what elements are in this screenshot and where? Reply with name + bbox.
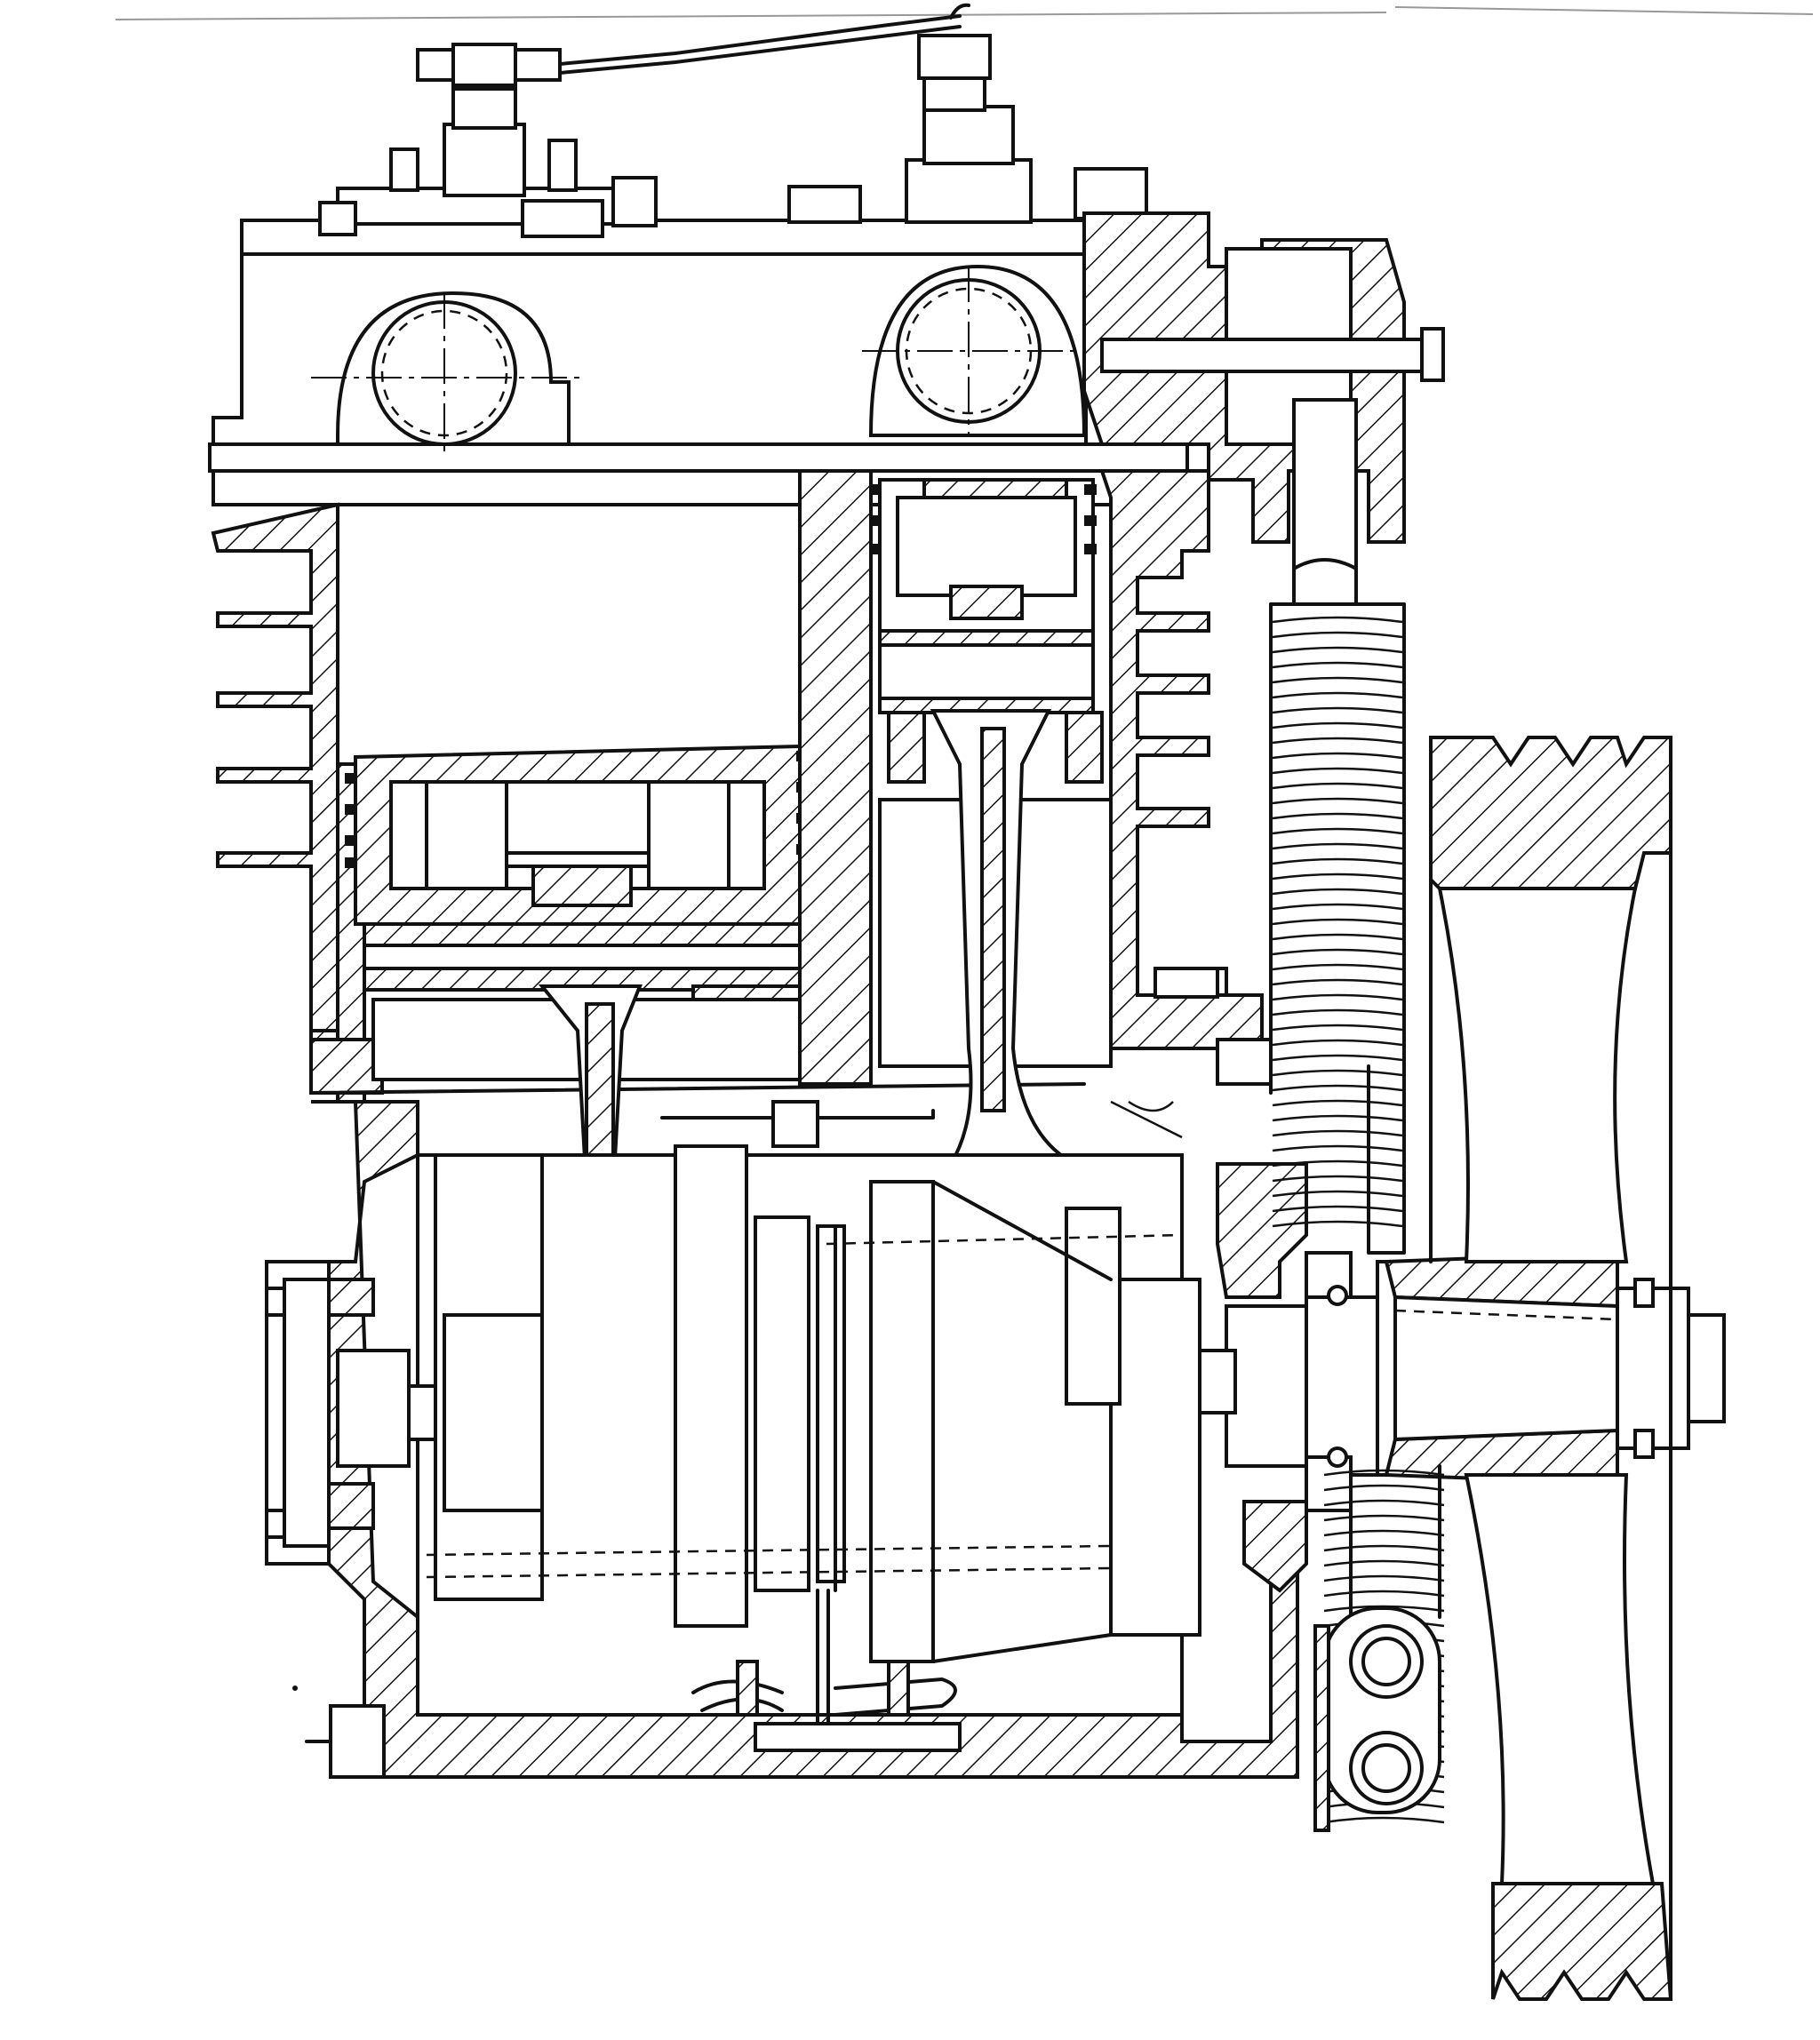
cylinder-head (208, 3, 1193, 506)
spring-coil (1323, 1816, 1445, 1824)
spring-coil (1272, 1008, 1403, 1016)
pulley (1429, 736, 1673, 2001)
spring-coil (1272, 827, 1403, 835)
spring-coil (1272, 857, 1403, 865)
spring-coil (1272, 706, 1403, 714)
spring-coil-rings (1272, 616, 1403, 1228)
spring-coil (1272, 978, 1403, 986)
spring-coil (1272, 797, 1403, 805)
spring-coil (1323, 1544, 1445, 1552)
unloader-spring-assembly (1082, 211, 1445, 1832)
spring-coil (1272, 1039, 1403, 1047)
spring-coil (1272, 1129, 1403, 1137)
spring-coil (1323, 1499, 1445, 1507)
spring-coil (1272, 1175, 1403, 1183)
spring-coil (1272, 933, 1403, 941)
spring-coil (1272, 873, 1403, 881)
spring-coil (1272, 888, 1403, 896)
spring-coil (1323, 1559, 1445, 1567)
crankshaft-end-and-nut (1376, 1250, 1726, 1486)
spring-coil (1272, 691, 1403, 699)
spring-coil (1272, 782, 1403, 790)
spring-coil (1272, 963, 1403, 971)
spring-coil (1272, 1205, 1403, 1213)
spring-coil (1272, 1084, 1403, 1092)
spring-coil (1323, 1529, 1445, 1537)
right-main-bearing (1198, 1162, 1379, 1593)
spring-coil (1272, 948, 1403, 956)
scan-edge-marks (115, 6, 1814, 20)
spring-coils-upper (1269, 602, 1406, 1255)
spring-coil (1272, 616, 1403, 624)
spring-coil (1272, 1114, 1403, 1122)
spring-coil (1272, 631, 1403, 639)
piston-rings-right (869, 484, 1097, 554)
spring-coil (1272, 812, 1403, 820)
spring-coil (1272, 1069, 1403, 1077)
spring-coil (1272, 1159, 1403, 1167)
left-main-bearing (265, 1260, 437, 1566)
spring-coil (1272, 1024, 1403, 1032)
drain-plug (292, 1685, 386, 1779)
spring-coil (1272, 918, 1403, 926)
spring-coil (1272, 1099, 1403, 1107)
spring-coil (1272, 1220, 1403, 1228)
side-cover-bolts (1110, 967, 1273, 1139)
spring-coil (1323, 1484, 1445, 1492)
spring-coil (1272, 737, 1403, 745)
spring-coil (1272, 1144, 1403, 1152)
spring-coil (1323, 1590, 1445, 1598)
spring-coil (1272, 767, 1403, 775)
spring-coil (1272, 1190, 1403, 1198)
spring-coil (1272, 676, 1403, 684)
spring-coil (1272, 1054, 1403, 1062)
spring-coil (1272, 903, 1403, 911)
spring-coil (1272, 646, 1403, 654)
spring-coil (1272, 842, 1403, 850)
spring-coil (1323, 1469, 1445, 1477)
spring-coil (1272, 993, 1403, 1001)
crankcase (311, 1100, 1299, 1779)
spring-coil (1323, 1574, 1445, 1582)
spring-coil (1272, 752, 1403, 760)
spring-coil (1323, 1514, 1445, 1522)
spring-coil (1272, 721, 1403, 729)
spring-coil (1272, 661, 1403, 669)
